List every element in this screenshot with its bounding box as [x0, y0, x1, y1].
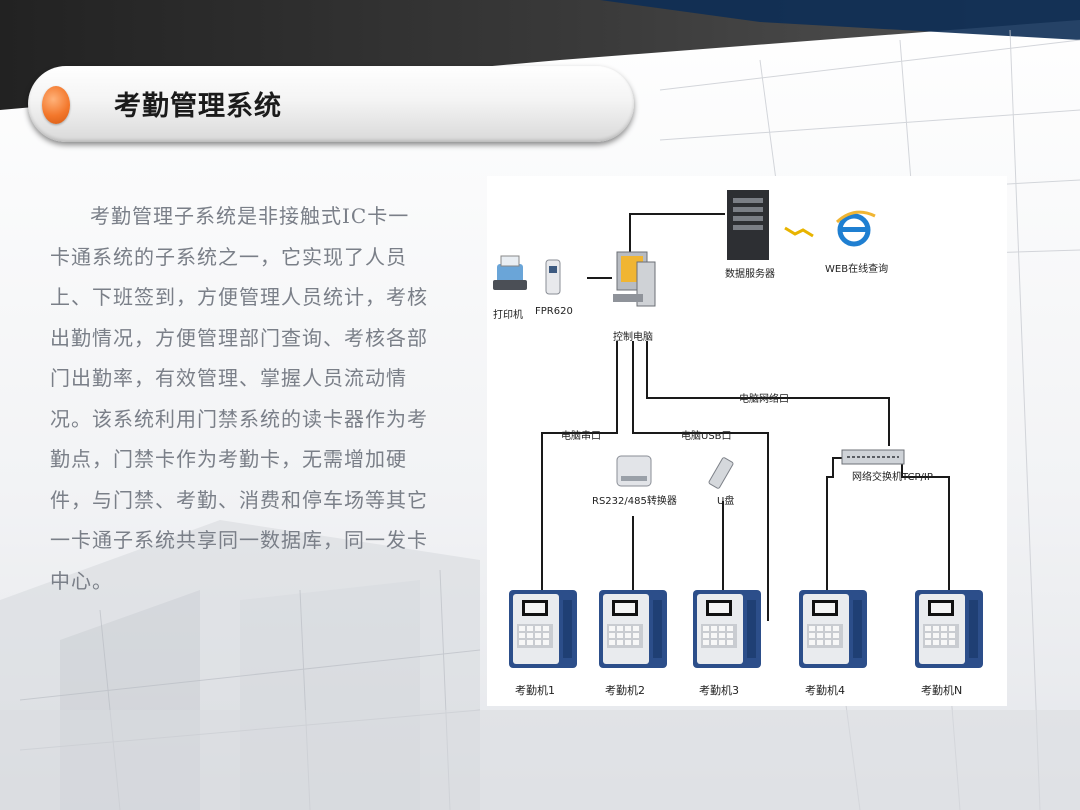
machine-label: 考勤机1 — [515, 684, 555, 697]
machine-label: 考勤机2 — [605, 684, 645, 697]
control-pc-icon — [613, 251, 656, 307]
usb-port-label: 电脑USB口 — [681, 431, 732, 442]
attendance-machines — [509, 590, 983, 668]
attendance-machine-icon — [915, 590, 983, 668]
converter-icon — [616, 455, 652, 487]
printer-icon — [493, 255, 527, 290]
attendance-machine-icon — [509, 590, 577, 668]
fpr-label: FPR620 — [535, 306, 573, 317]
line-switch-m4 — [826, 457, 857, 600]
line-pc-server — [629, 213, 725, 268]
attendance-machine-icon — [693, 590, 761, 668]
line-usb — [632, 341, 769, 621]
machine-label: 考勤机4 — [805, 684, 845, 697]
title-bar: 考勤管理系统 — [28, 66, 634, 142]
system-diagram: 打印机 FPR620 控制电脑 数据服务器 WEB在线查询 电脑网络口 电脑串口… — [487, 176, 1007, 706]
line-network — [646, 341, 890, 446]
connection-lines — [541, 213, 950, 621]
database-server-icon — [727, 190, 769, 260]
attendance-machine-icon — [599, 590, 667, 668]
usb-disk-label: U盘 — [717, 496, 735, 507]
attendance-machine-icon — [799, 590, 867, 668]
control-pc-label: 控制电脑 — [613, 332, 653, 343]
web-query-label: WEB在线查询 — [825, 264, 889, 275]
diagram-canvas — [493, 190, 983, 668]
network-port-label: 电脑网络口 — [739, 394, 789, 405]
web-browser-icon — [835, 210, 876, 247]
machine-label: 考勤机3 — [699, 684, 739, 697]
printer-label: 打印机 — [493, 310, 523, 321]
db-server-label: 数据服务器 — [725, 269, 775, 280]
line-serial — [541, 341, 618, 616]
slide-title: 考勤管理系统 — [114, 91, 282, 122]
converter-label: RS232/485转换器 — [592, 496, 677, 507]
line-switch-mn — [901, 458, 950, 600]
body-paragraph: 考勤管理子系统是非接触式IC卡一卡通系统的子系统之一，它实现了人员上、下班签到，… — [50, 204, 428, 593]
usb-disk-icon — [708, 457, 734, 489]
machine-label: 考勤机N — [921, 684, 963, 697]
serial-port-label: 电脑串口 — [561, 431, 601, 442]
title-bullet-icon — [42, 86, 70, 124]
switch-label: 网络交换机TCP/IP — [852, 472, 933, 483]
network-switch-icon — [841, 449, 905, 465]
wireless-link-icon — [784, 226, 814, 238]
fingerprint-reader-icon — [545, 259, 561, 295]
